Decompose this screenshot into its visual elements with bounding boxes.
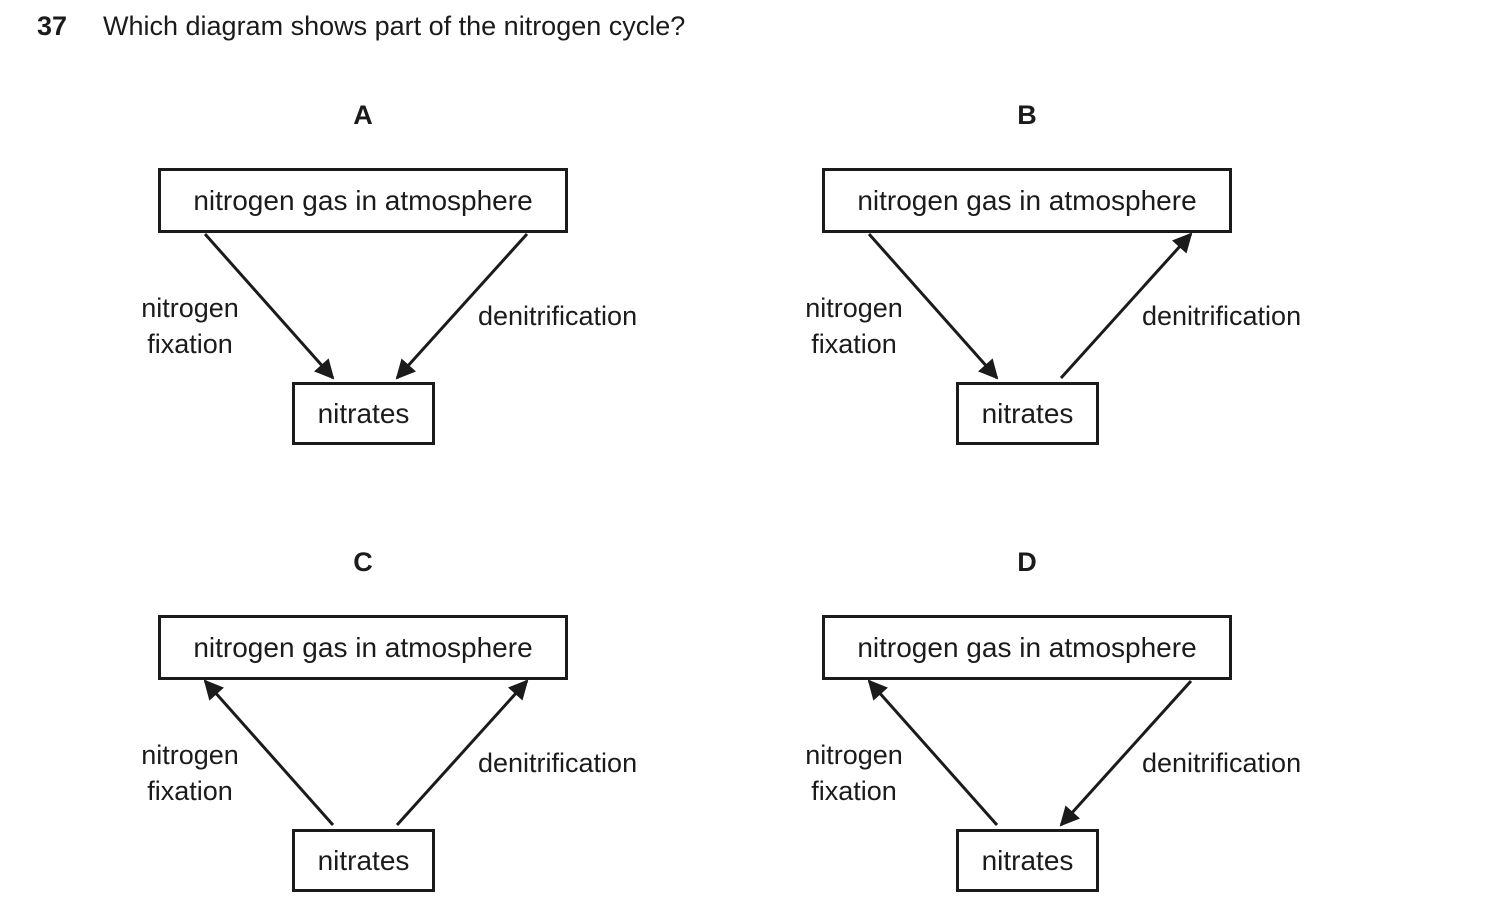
diagram-letter: B bbox=[1017, 100, 1037, 130]
nitrogen-fixation-arrow bbox=[867, 679, 999, 826]
question-text: Which diagram shows part of the nitrogen… bbox=[103, 11, 686, 41]
question-number: 37 bbox=[37, 11, 68, 41]
arrows-canvas bbox=[203, 232, 529, 380]
diagram-option-a: A nitrogen gas in atmosphere nitrogen fi… bbox=[100, 90, 760, 480]
arrows-canvas bbox=[867, 679, 1193, 827]
denitrification-label: denitrification bbox=[478, 301, 638, 331]
nitrogen-fixation-label: nitrogen fixation bbox=[805, 293, 903, 359]
arrows-canvas bbox=[203, 679, 529, 827]
denitrification-label: denitrification bbox=[478, 748, 638, 778]
nitrogen-fixation-arrow bbox=[203, 679, 335, 826]
denitrification-label: denitrification bbox=[1142, 301, 1302, 331]
diagram-option-c: C nitrogen gas in atmosphere nitrogen fi… bbox=[100, 537, 760, 913]
nitrates-box: nitrates bbox=[292, 829, 435, 892]
nitrates-box: nitrates bbox=[956, 829, 1099, 892]
denitrification-label: denitrification bbox=[1142, 748, 1302, 778]
nitrogen-fixation-label: nitrogen fixation bbox=[141, 293, 239, 359]
diagram-letter: A bbox=[353, 100, 373, 130]
nitrates-box: nitrates bbox=[956, 382, 1099, 445]
arrows-canvas bbox=[867, 232, 1193, 380]
denitrification-arrow bbox=[395, 679, 529, 827]
nitrogen-gas-box: nitrogen gas in atmosphere bbox=[158, 615, 568, 680]
nitrogen-gas-box: nitrogen gas in atmosphere bbox=[158, 168, 568, 233]
denitrification-arrow bbox=[1059, 232, 1193, 380]
nitrogen-fixation-label: nitrogen fixation bbox=[141, 740, 239, 806]
nitrogen-fixation-label: nitrogen fixation bbox=[805, 740, 903, 806]
diagram-option-d: D nitrogen gas in atmosphere nitrogen fi… bbox=[764, 537, 1424, 913]
denitrification-arrow bbox=[1059, 679, 1193, 827]
nitrates-box: nitrates bbox=[292, 382, 435, 445]
nitrogen-gas-box: nitrogen gas in atmosphere bbox=[822, 615, 1232, 680]
diagram-letter: C bbox=[353, 547, 373, 577]
diagram-letter: D bbox=[1017, 547, 1037, 577]
nitrogen-fixation-arrow bbox=[867, 233, 999, 380]
diagram-option-b: B nitrogen gas in atmosphere nitrogen fi… bbox=[764, 90, 1424, 480]
denitrification-arrow bbox=[395, 232, 529, 380]
nitrogen-gas-box: nitrogen gas in atmosphere bbox=[822, 168, 1232, 233]
nitrogen-fixation-arrow bbox=[203, 233, 335, 380]
